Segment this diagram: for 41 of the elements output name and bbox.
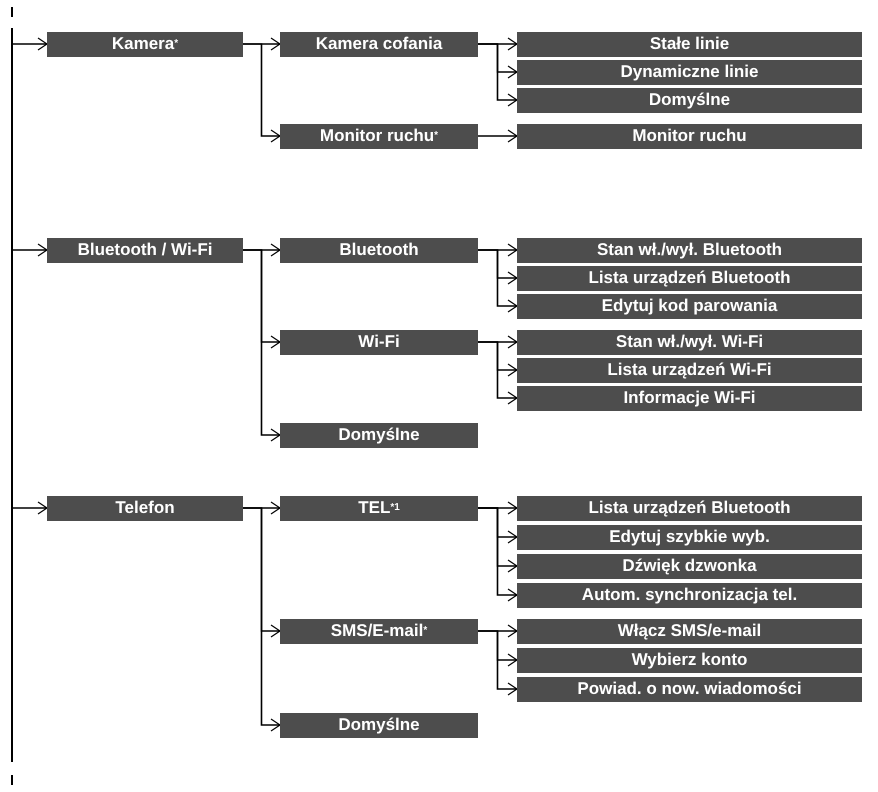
menu-item-box: Stan wł./wył. Wi-Fi [517,330,862,354]
arrow [12,37,48,51]
menu-item-box: Wi-Fi [280,330,478,354]
menu-item-box: Wybierz konto [517,648,862,672]
menu-item-box: TEL$^{*1}$ [280,496,478,520]
menu-item-box: Autom. synchronizacja tel. [517,582,862,608]
arrow [243,249,281,442]
menu-item-box: Monitor ruchu$^{*}$ [280,124,478,148]
menu-item-box: Lista urządzeń Wi-Fi [517,358,862,382]
menu-item-box: Domyślne [280,712,478,738]
menu-item-box: Kamera$^{*}$ [47,32,243,56]
menu-item-box: Stan wł./wył. Bluetooth [517,238,862,262]
menu-item-box: Telefon [47,496,243,520]
arrow [12,243,48,257]
trunk-line [11,28,13,762]
menu-item-box: Lista urządzeń Bluetooth [517,496,862,520]
arrow [243,507,281,732]
arrow [478,129,518,143]
menu-item-box: Domyślne [517,88,862,112]
arrow [12,501,48,515]
menu-item-box: Bluetooth [280,238,478,262]
menu-item-box: Powiad. o now. wiadomości [517,676,862,702]
menu-item-box: Edytuj szybkie wyb. [517,524,862,550]
menu-item-box: Lista urządzeń Bluetooth [517,266,862,290]
arrow [478,630,518,696]
menu-item-box: Włącz SMS/e-mail [517,618,862,644]
arrow [478,249,518,313]
menu-item-box: Bluetooth / Wi-Fi [47,238,243,262]
menu-item-box: Dynamiczne linie [517,60,862,84]
menu-item-box: Kamera cofania [280,32,478,56]
menu-item-box: Domyślne [280,422,478,448]
menu-item-box: SMS/E-mail$^{*}$ [280,618,478,644]
arrow [243,43,281,143]
arrow [478,341,518,405]
menu-item-box: Dźwięk dzwonka [517,554,862,578]
menu-item-box: Stałe linie [517,32,862,56]
menu-item-box: Monitor ruchu [517,124,862,148]
arrow [478,507,518,602]
menu-item-box: Informacje Wi-Fi [517,386,862,410]
menu-item-box: Edytuj kod parowania [517,294,862,318]
arrow [478,43,518,107]
